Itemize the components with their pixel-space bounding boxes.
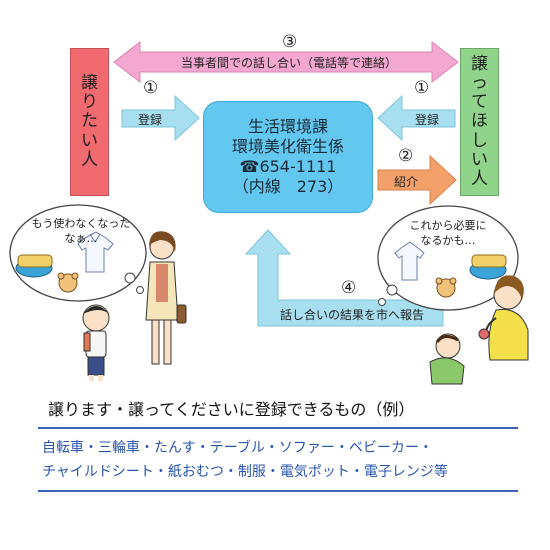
office-extension: （内線 273） [233,177,344,197]
receiver-thought-cloud [377,205,519,311]
office-phone: ☎654-1111 [239,157,337,176]
giver-label-char: た [81,111,98,132]
giver-register-arrow [121,94,200,142]
items-heading: 譲ります・譲ってくださいに登録できるもの（例） [48,400,415,419]
step-2-mark: ② [398,146,414,166]
baby-illustration [429,328,490,385]
register-left-label: 登録 [137,113,162,127]
receiver-label-char: 人 [471,168,488,189]
giver-label-char: り [81,92,98,113]
receiver-label-char: て [471,92,488,113]
introduce-arrow [377,154,457,206]
items-top-rule [38,427,518,429]
receiver-thought-text: これから必要に なるかも… [396,219,500,249]
introduce-label: 紹介 [393,175,418,189]
mother-illustration [145,231,187,365]
giver-box: 譲 り た い 人 [70,48,109,196]
step-4-mark: ④ [341,278,357,298]
items-bottom-rule [38,490,518,492]
office-section: 環境美化衛生係 [231,137,344,156]
receiver-label-char: っ [471,73,488,94]
report-arrow [244,229,444,327]
register-right-label: 登録 [414,113,439,127]
talk-double-arrow [113,40,459,84]
step-1-right-mark: ① [414,78,430,98]
child-illustration [82,304,110,381]
receiver-register-arrow [377,94,456,142]
giver-thought-cloud [9,204,147,302]
receiver-label-char: い [471,149,488,170]
receiver-label-char: 譲 [471,54,488,75]
items-line-2: チャイルドシート・紙おむつ・制服・電気ポット・電子レンジ等 [42,464,448,480]
giver-thought-text: もう使わなくなった なぁ… [24,217,138,247]
receiver-label-char: ほ [471,111,488,132]
receiver-label-char: し [471,130,488,151]
office-ext-number: 273） [296,177,344,196]
giver-thought-line: もう使わなくなった [31,217,131,230]
giver-label-char: 人 [81,149,98,170]
report-label: 話し合いの結果を市へ報告 [279,308,424,322]
caregiver-illustration [484,275,529,361]
giver-label-char: い [81,130,98,151]
receiver-box: 譲 っ て ほ し い 人 [460,48,499,196]
giver-label-char: 譲 [81,73,98,94]
office-ext-label: （内線 [232,177,281,196]
office-dept: 生活環境課 [247,117,328,136]
receiver-thought-line: なるかも… [420,233,476,247]
receiver-thought-line: これから必要に [409,219,487,232]
items-line-1: 自転車・三輪車・たんす・テーブル・ソファー・ベビーカー・ [42,440,433,456]
step-3-mark: ③ [282,32,298,52]
talk-label: 当事者間での話し合い（電話等で連絡） [180,56,397,70]
giver-thought-line: なぁ… [64,231,98,245]
step-1-left-mark: ① [143,78,159,98]
office-box: 生活環境課 環境美化衛生係 ☎654-1111 （内線 273） [203,101,373,213]
